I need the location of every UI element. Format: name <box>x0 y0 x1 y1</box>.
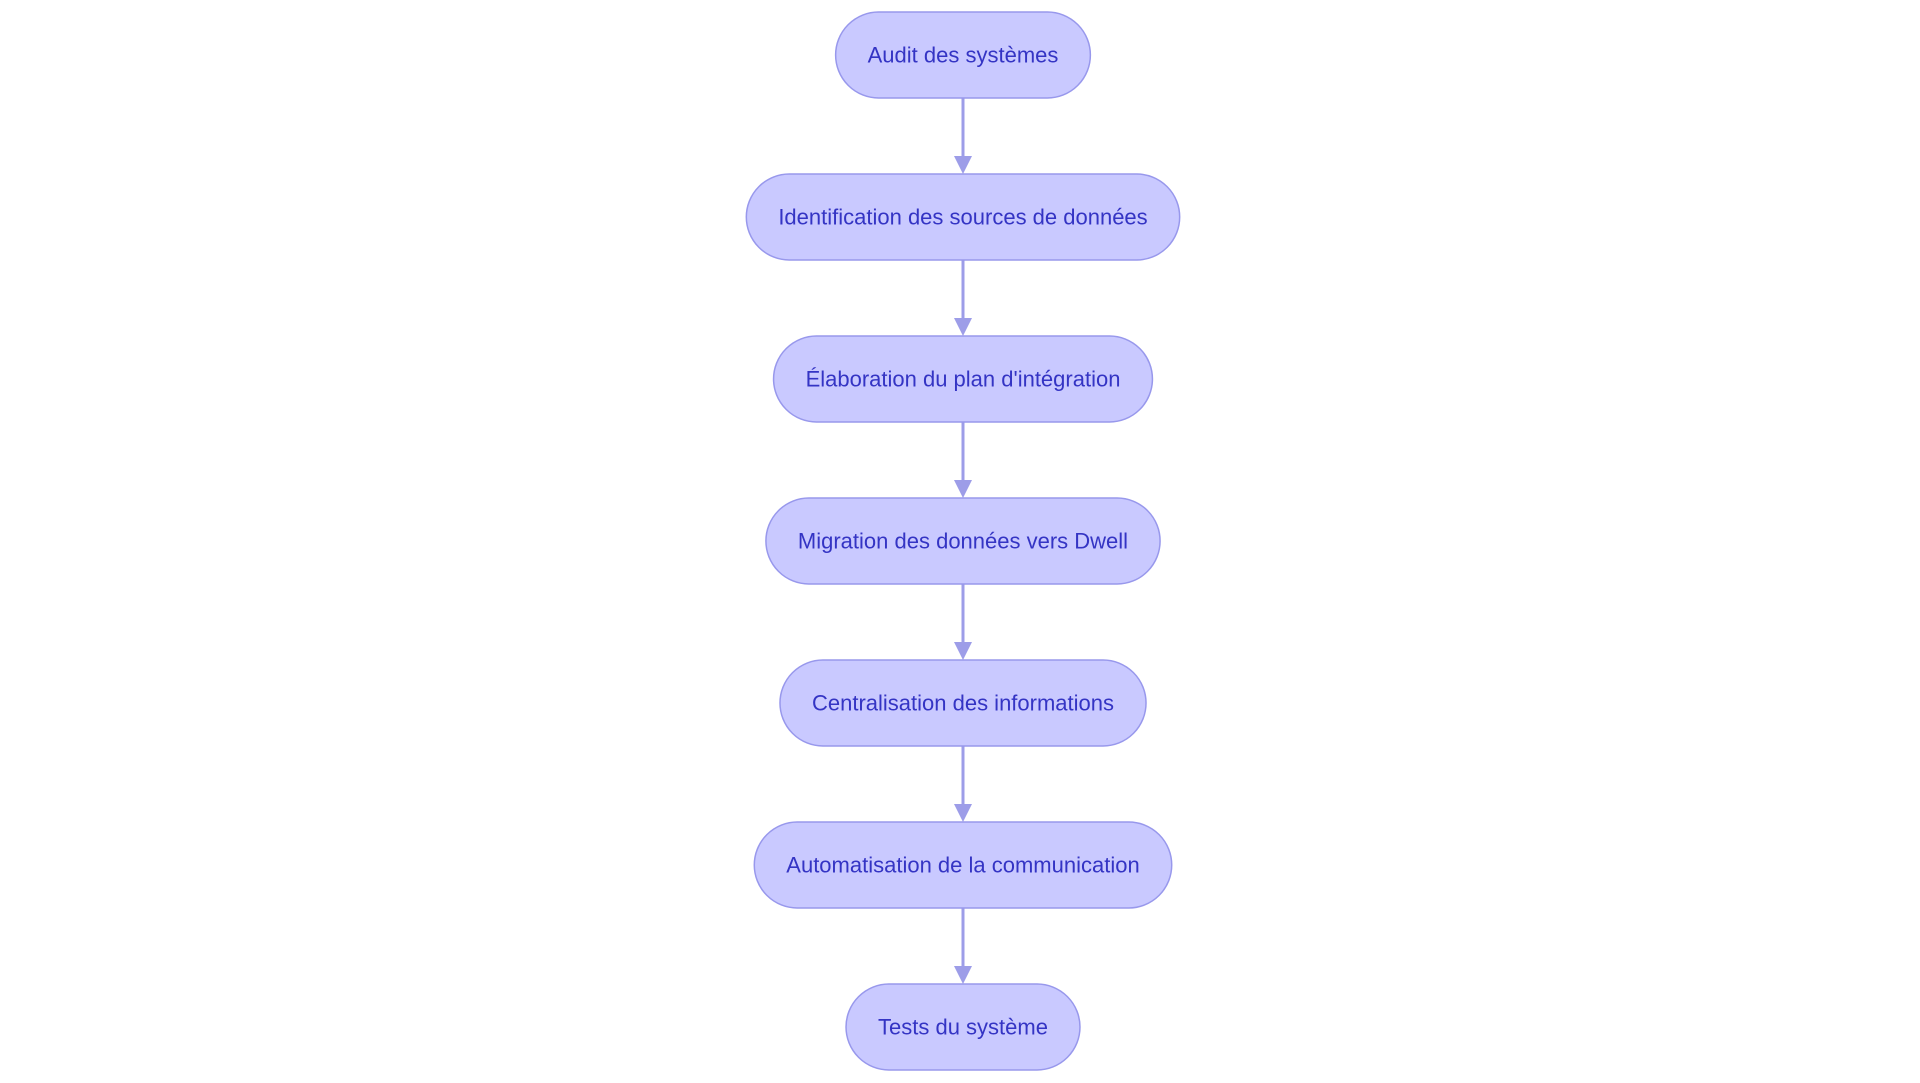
node-label: Audit des systèmes <box>868 43 1059 68</box>
node-label: Automatisation de la communication <box>786 853 1139 878</box>
flow-edge-n6-n7 <box>954 908 972 984</box>
node-label: Élaboration du plan d'intégration <box>806 367 1121 392</box>
flow-edge-n5-n6 <box>954 746 972 822</box>
flow-edge-n4-n5 <box>954 584 972 660</box>
flow-node-n6: Automatisation de la communication <box>753 821 1173 909</box>
arrowhead-icon <box>954 966 972 984</box>
flow-edge-n3-n4 <box>954 422 972 498</box>
node-shape <box>745 173 1181 261</box>
node-shape <box>753 821 1173 909</box>
node-label: Identification des sources de données <box>778 205 1147 230</box>
flow-node-n7: Tests du système <box>845 983 1081 1071</box>
node-shape <box>772 335 1154 423</box>
edges-layer <box>954 98 972 984</box>
flow-node-n2: Identification des sources de données <box>745 173 1181 261</box>
flow-node-n5: Centralisation des informations <box>779 659 1147 747</box>
node-shape <box>834 11 1092 99</box>
flow-node-n4: Migration des données vers Dwell <box>765 497 1161 585</box>
arrowhead-icon <box>954 804 972 822</box>
node-shape <box>765 497 1161 585</box>
node-shape <box>845 983 1081 1071</box>
node-label: Migration des données vers Dwell <box>798 529 1128 554</box>
flow-edge-n2-n3 <box>954 260 972 336</box>
flow-edge-n1-n2 <box>954 98 972 174</box>
flow-node-n3: Élaboration du plan d'intégration <box>772 335 1154 423</box>
node-shape <box>779 659 1147 747</box>
arrowhead-icon <box>954 156 972 174</box>
arrowhead-icon <box>954 480 972 498</box>
node-label: Centralisation des informations <box>812 691 1114 716</box>
flow-node-n1: Audit des systèmes <box>834 11 1092 99</box>
node-label: Tests du système <box>878 1015 1048 1040</box>
arrowhead-icon <box>954 642 972 660</box>
arrowhead-icon <box>954 318 972 336</box>
